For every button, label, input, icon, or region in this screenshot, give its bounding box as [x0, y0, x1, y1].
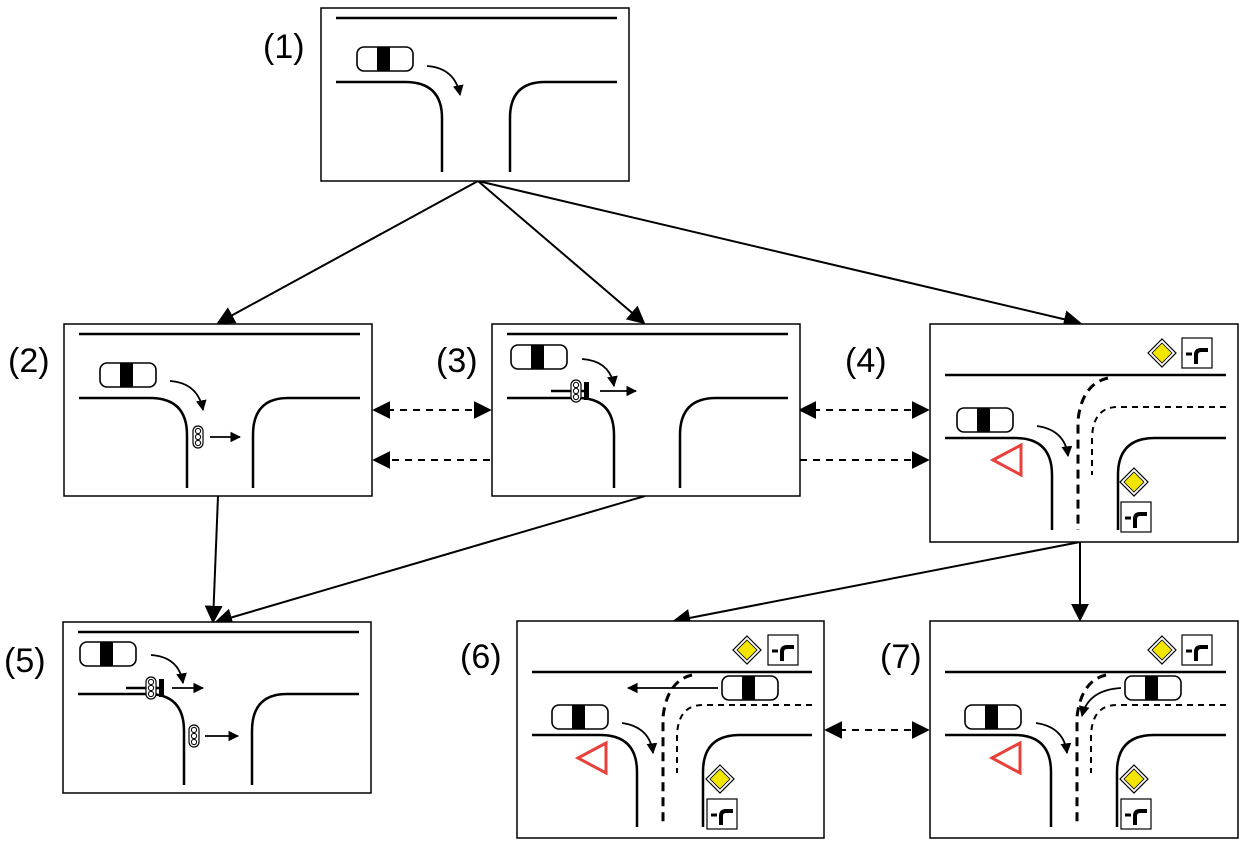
car-icon [79, 641, 137, 667]
panel-label-5: (5) [4, 642, 46, 680]
car-icon [956, 407, 1014, 433]
car-icon [964, 704, 1022, 730]
priority-direction-plate-icon [1119, 500, 1153, 534]
priority-direction-plate-icon [1180, 336, 1214, 370]
panel-label-4: (4) [845, 342, 887, 380]
panel-2: (2) [8, 323, 373, 497]
panel-6: (6) [460, 620, 825, 839]
car-icon [510, 344, 568, 370]
edge-4-6 [672, 541, 1081, 627]
edges [204, 180, 1089, 739]
panel-label-7: (7) [880, 638, 922, 676]
edge-1-4 [477, 180, 1082, 329]
panel-label-6: (6) [460, 638, 502, 676]
edge-1-3 [477, 180, 646, 325]
edge-1-2 [216, 180, 479, 324]
car-icon [1124, 675, 1182, 701]
car-icon [721, 675, 779, 701]
traffic-light-icon [188, 724, 200, 748]
edge-3-5 [214, 495, 646, 627]
panel-label-2: (2) [8, 342, 50, 380]
panel-4: (4) [845, 323, 1239, 543]
panel-5: (5) [4, 621, 372, 794]
car-icon [99, 362, 157, 388]
panel-label-3: (3) [436, 342, 478, 380]
edge-2-5 [204, 495, 223, 624]
priority-direction-plate-icon [1180, 633, 1214, 667]
car-icon [551, 704, 609, 730]
panel-label-1: (1) [263, 28, 305, 66]
priority-direction-plate-icon [766, 633, 800, 667]
traffic-light-icon [192, 425, 204, 449]
panel-3: (3) [436, 323, 801, 497]
priority-direction-plate-icon [705, 797, 739, 831]
panel-7: (7) [880, 620, 1239, 839]
car-icon [356, 46, 414, 72]
panel-1: (1) [263, 7, 630, 182]
priority-direction-plate-icon [1119, 797, 1153, 831]
